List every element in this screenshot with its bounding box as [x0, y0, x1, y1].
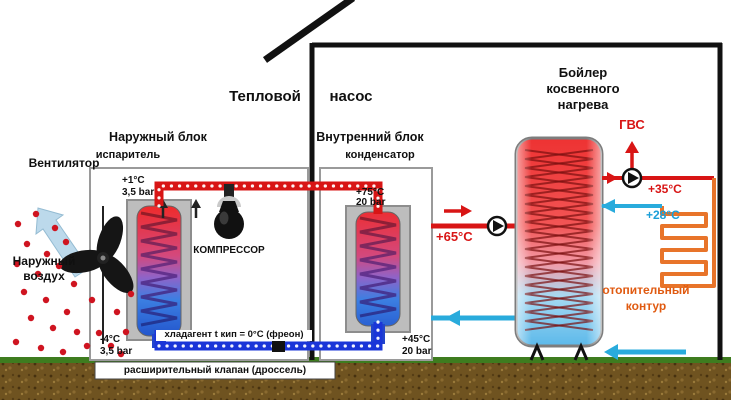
supply-temp-label: +65°C: [436, 229, 473, 244]
condenser-bottom-temp: +45°C: [402, 334, 431, 345]
refrigerant-hot-pipe: [154, 181, 383, 216]
pump-icon: [621, 167, 643, 189]
expansion-label-box: [94, 361, 336, 380]
evaporator-bottom-pressure: 3,5 bar: [100, 346, 133, 357]
title-heat-pump-left: Тепловой: [229, 88, 301, 105]
condenser-coil: [359, 216, 397, 318]
evaporator-top-pressure: 3,5 bar: [122, 187, 155, 198]
condenser-top-temp: +75°C: [356, 187, 385, 198]
dhw-temp-label: +35°C: [648, 182, 682, 196]
evaporator-top-temp: +1°C: [122, 175, 145, 186]
title-heat-pump-right: насос: [329, 88, 373, 105]
cold-inlet-line: [604, 344, 686, 360]
heating-circuit-coil: [660, 178, 716, 288]
condenser-label: конденсатор: [345, 149, 415, 161]
evaporator-bottom-temp: -4°C: [100, 334, 121, 345]
fan-label: Вентилятор: [28, 156, 100, 170]
house-outline: [262, 0, 723, 360]
pump-icon: [486, 215, 508, 237]
gvs-label: ГВС: [619, 117, 645, 132]
boiler-label-line2: косвенного: [546, 81, 620, 96]
refrigerant-note: хладагент t кип = 0°C (фреон): [156, 329, 312, 341]
boiler-label-line1: Бойлер: [558, 65, 608, 80]
expansion-valve-label: расширительный клапан (дроссель): [123, 365, 307, 376]
expansion-valve: [272, 339, 285, 352]
boiler-leg: [573, 342, 589, 361]
compressor-symbol: [214, 184, 244, 239]
return-temp-label: +28°C: [646, 208, 680, 222]
cold-return-line: [431, 310, 517, 326]
condenser-bottom-pressure: 20 bar: [402, 346, 432, 357]
outside-air-label-line2: воздух: [23, 269, 65, 283]
fan-icon: [59, 206, 134, 344]
heating-return-line: [601, 199, 662, 213]
evaporator: [126, 199, 201, 348]
air-particles: [12, 210, 135, 358]
outdoor-unit-label: Наружный блок: [109, 130, 207, 144]
roof-line: [262, 0, 356, 63]
heating-circuit-label-line2: контур: [625, 299, 667, 313]
evaporator-coil: [140, 211, 178, 327]
dhw-supply: [602, 141, 714, 184]
condenser-top-pressure: 20 bar: [356, 197, 386, 208]
boiler-leg: [529, 342, 545, 361]
compressor-label: КОМПРЕССОР: [193, 245, 265, 256]
boiler-tank: [514, 136, 604, 361]
heating-circuit-label-line1: отопительный: [602, 283, 690, 297]
indoor-unit-label: Внутренний блок: [316, 130, 424, 144]
evaporator-label: испаритель: [95, 149, 161, 161]
outside-air-label-line1: Наружный: [12, 254, 76, 268]
boiler-label-line3: нагрева: [557, 97, 609, 112]
